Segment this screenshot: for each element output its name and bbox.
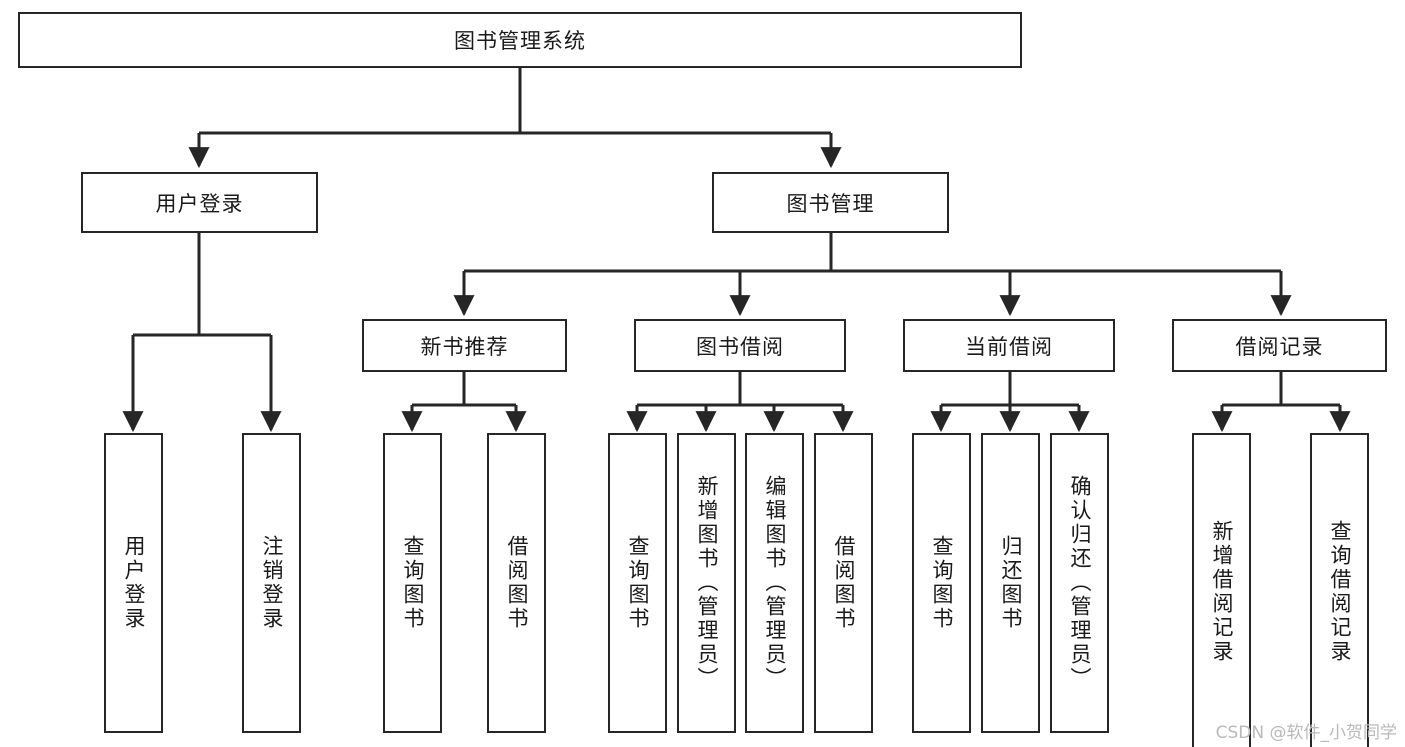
node-leaf-add-record[interactable]: 新增借阅记录 [1192, 433, 1251, 747]
node-borrow-record[interactable]: 借阅记录 [1172, 319, 1387, 372]
node-book-manage[interactable]: 图书管理 [712, 172, 949, 233]
node-leaf-user-login[interactable]: 用户登录 [104, 433, 163, 733]
node-user-login[interactable]: 用户登录 [81, 172, 318, 233]
node-root[interactable]: 图书管理系统 [18, 12, 1022, 68]
node-borrow-record-label: 借阅记录 [1235, 334, 1324, 359]
node-leaf-query-book-2[interactable]: 查询图书 [608, 433, 667, 733]
csdn-watermark: CSDN @软件_小贺同学 [1215, 723, 1397, 743]
node-root-label: 图书管理系统 [454, 29, 586, 53]
node-leaf-confirm-return[interactable]: 确认归还（管理员） [1050, 433, 1109, 733]
node-leaf-add-book[interactable]: 新增图书（管理员） [677, 433, 736, 733]
node-leaf-confirm-return-label: 确认归还（管理员） [1068, 475, 1092, 691]
node-leaf-query-book-1-label: 查询图书 [401, 535, 425, 631]
node-leaf-query-book-3-label: 查询图书 [930, 535, 954, 631]
node-current-borrow-label: 当前借阅 [965, 334, 1053, 359]
node-leaf-query-book-1[interactable]: 查询图书 [383, 433, 442, 733]
node-leaf-add-book-label: 新增图书（管理员） [695, 475, 719, 691]
node-leaf-borrow-book-2[interactable]: 借阅图书 [814, 433, 873, 733]
node-leaf-user-login-label: 用户登录 [122, 535, 146, 631]
node-leaf-edit-book-label: 编辑图书（管理员） [763, 475, 787, 691]
node-leaf-query-record-label: 查询借阅记录 [1328, 520, 1352, 664]
node-leaf-logout-label: 注销登录 [260, 535, 284, 631]
node-leaf-return-book-label: 归还图书 [999, 535, 1023, 631]
node-leaf-add-record-label: 新增借阅记录 [1210, 520, 1234, 664]
node-leaf-borrow-book-1[interactable]: 借阅图书 [487, 433, 546, 733]
node-book-borrow[interactable]: 图书借阅 [634, 319, 846, 372]
node-book-borrow-label: 图书借阅 [696, 334, 784, 359]
node-leaf-borrow-book-2-label: 借阅图书 [832, 535, 856, 631]
node-leaf-query-record[interactable]: 查询借阅记录 [1310, 433, 1369, 747]
node-leaf-query-book-2-label: 查询图书 [626, 535, 650, 631]
node-new-book-rec[interactable]: 新书推荐 [362, 319, 567, 372]
node-leaf-edit-book[interactable]: 编辑图书（管理员） [745, 433, 804, 733]
node-new-book-rec-label: 新书推荐 [420, 334, 509, 359]
node-book-manage-label: 图书管理 [786, 191, 875, 216]
node-leaf-borrow-book-1-label: 借阅图书 [505, 535, 529, 631]
node-leaf-logout[interactable]: 注销登录 [242, 433, 301, 733]
node-leaf-return-book[interactable]: 归还图书 [981, 433, 1040, 733]
node-leaf-query-book-3[interactable]: 查询图书 [912, 433, 971, 733]
node-current-borrow[interactable]: 当前借阅 [903, 319, 1115, 372]
node-user-login-label: 用户登录 [155, 191, 244, 216]
